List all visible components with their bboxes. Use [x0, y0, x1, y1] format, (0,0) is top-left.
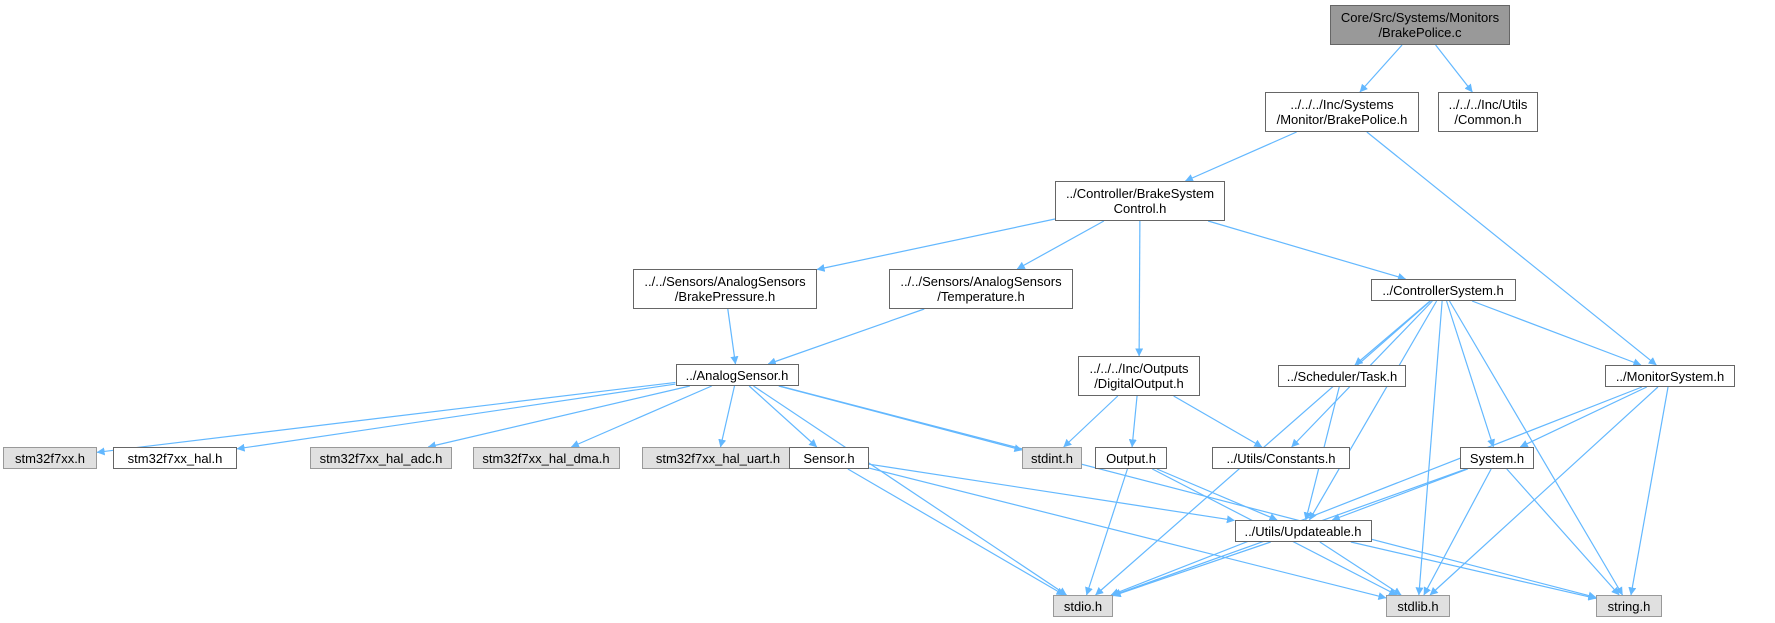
- node-root: Core/Src/Systems/Monitors /BrakePolice.c: [1330, 5, 1510, 45]
- node-stdint-h: stdint.h: [1022, 447, 1082, 469]
- node-hal-uart-h: stm32f7xx_hal_uart.h: [641, 447, 795, 469]
- node-sensor-h[interactable]: Sensor.h: [789, 447, 869, 469]
- edge-output_h-to-stdio_h: [1085, 468, 1129, 596]
- node-brakepolice-h[interactable]: ../../../Inc/Systems /Monitor/BrakePolic…: [1265, 92, 1419, 132]
- node-stm32f7xx-h: stm32f7xx.h: [3, 447, 97, 469]
- edge-brakesystemcontrol_h-to-temperature_h: [1016, 220, 1105, 270]
- edge-updateable_h-to-stdlib_h: [1319, 541, 1402, 596]
- edge-root-to-brakepolice_h: [1359, 44, 1403, 93]
- node-system-h[interactable]: System.h: [1460, 447, 1534, 469]
- edge-brakesystemcontrol_h-to-controllersystem_h: [1207, 220, 1406, 281]
- node-digitaloutput-h[interactable]: ../../../Inc/Outputs /DigitalOutput.h: [1078, 356, 1200, 396]
- node-monitorsystem-h[interactable]: ../MonitorSystem.h: [1605, 365, 1735, 387]
- node-stdlib-h: stdlib.h: [1386, 595, 1450, 617]
- node-updateable-h[interactable]: ../Utils/Updateable.h: [1234, 520, 1372, 542]
- edge-monitorsystem_h-to-string_h: [1628, 386, 1669, 596]
- edge-sensor_h-to-stdio_h: [847, 468, 1065, 596]
- edge-monitorsystem_h-to-stdio_h: [1110, 386, 1643, 596]
- edge-updateable_h-to-stdio_h: [1112, 541, 1271, 598]
- edge-digitaloutput_h-to-stdint_h: [1063, 395, 1119, 448]
- edge-controllersystem_h-to-monitorsystem_h: [1471, 300, 1642, 367]
- edge-system_h-to-stdlib_h: [1423, 468, 1492, 596]
- edge-digitaloutput_h-to-constants_h: [1173, 395, 1263, 448]
- node-stm32f7xx-hal-h[interactable]: stm32f7xx_hal.h: [113, 447, 237, 469]
- node-string-h: string.h: [1596, 595, 1662, 617]
- node-constants-h[interactable]: ../Utils/Constants.h: [1212, 447, 1350, 469]
- edge-controllersystem_h-to-system_h: [1445, 300, 1495, 448]
- edge-updateable_h-to-string_h: [1350, 541, 1597, 601]
- edge-root-to-common_h: [1435, 44, 1473, 93]
- edge-brakesystemcontrol_h-to-digitaloutput_h: [1135, 220, 1144, 357]
- edge-analogsensor_h-to-hal_uart_h: [718, 385, 736, 448]
- edge-brakepressure_h-to-analogsensor_h: [727, 308, 739, 365]
- edge-brakesystemcontrol_h-to-brakepressure_h: [816, 218, 1056, 272]
- edge-analogsensor_h-to-hal_adc_h: [427, 385, 690, 450]
- node-task-h[interactable]: ../Scheduler/Task.h: [1278, 365, 1406, 387]
- edge-analogsensor_h-to-hal_dma_h: [570, 385, 712, 448]
- edge-brakepolice_h-to-monitorsystem_h: [1366, 131, 1657, 366]
- edge-sensor_h-to-updateable_h: [868, 463, 1235, 524]
- edge-digitaloutput_h-to-output_h: [1128, 395, 1138, 448]
- node-hal-dma-h: stm32f7xx_hal_dma.h: [472, 447, 620, 469]
- edge-temperature_h-to-analogsensor_h: [767, 308, 925, 366]
- node-temperature-h[interactable]: ../../Sensors/AnalogSensors /Temperature…: [889, 269, 1073, 309]
- edge-analogsensor_h-to-stm32f7xx_hal_h: [236, 383, 676, 452]
- edge-system_h-to-updateable_h: [1331, 468, 1468, 522]
- edge-controllersystem_h-to-updateable_h: [1308, 300, 1438, 521]
- edge-sensor_h-to-stdlib_h: [868, 467, 1387, 600]
- edge-analogsensor_h-to-stdio_h: [753, 385, 1067, 596]
- node-brakepressure-h[interactable]: ../../Sensors/AnalogSensors /BrakePressu…: [633, 269, 817, 309]
- edge-analogsensor_h-to-string_h: [779, 385, 1597, 600]
- node-controllersystem-h[interactable]: ../ControllerSystem.h: [1370, 279, 1516, 301]
- node-brakesystemcontrol-h[interactable]: ../Controller/BrakeSystem Control.h: [1055, 181, 1225, 221]
- edge-output_h-to-updateable_h: [1156, 468, 1278, 521]
- node-common-h[interactable]: ../../../Inc/Utils /Common.h: [1438, 92, 1538, 132]
- edge-system_h-to-string_h: [1506, 468, 1620, 596]
- node-hal-adc-h: stm32f7xx_hal_adc.h: [310, 447, 452, 469]
- edge-controllersystem_h-to-task_h: [1354, 300, 1431, 366]
- edge-controllersystem_h-to-stdlib_h: [1415, 300, 1443, 596]
- edge-controllersystem_h-to-string_h: [1448, 300, 1624, 596]
- node-output-h[interactable]: Output.h: [1095, 447, 1167, 469]
- edge-brakepolice_h-to-brakesystemcontrol_h: [1185, 131, 1297, 182]
- edge-analogsensor_h-to-sensor_h: [748, 385, 818, 448]
- node-stdio-h: stdio.h: [1053, 595, 1113, 617]
- edge-monitorsystem_h-to-system_h: [1519, 386, 1648, 448]
- edge-monitorsystem_h-to-stdlib_h: [1429, 386, 1659, 596]
- node-analogsensor-h[interactable]: ../AnalogSensor.h: [675, 364, 799, 386]
- edge-analogsensor_h-to-stm32f7xx_h: [96, 381, 676, 456]
